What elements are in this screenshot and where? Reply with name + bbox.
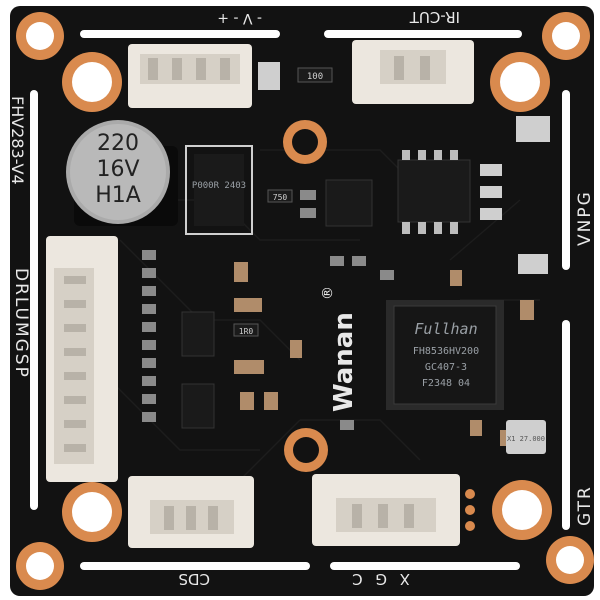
mounting-hole xyxy=(490,52,550,112)
mosfet-chip xyxy=(181,179,373,429)
board-slots xyxy=(30,30,570,570)
capacitor-voltage: 16V xyxy=(96,157,139,182)
processor-line2: GC407-3 xyxy=(425,362,467,373)
resistor-marking-top: 100 xyxy=(307,72,323,82)
smd-components: 100 750 1R0 X1 27.000 xyxy=(142,62,550,531)
registered-mark: ® xyxy=(320,286,336,300)
mounting-hole xyxy=(542,12,590,60)
resistor-marking-mid: 750 xyxy=(273,193,288,202)
mounting-holes xyxy=(16,12,594,590)
processor-chip: Fullhan FH8536HV200 GC407-3 F2348 04 xyxy=(386,300,504,410)
capacitor-code: H1A xyxy=(95,183,141,208)
connector-left xyxy=(46,236,118,482)
electrolytic-capacitor: 220 16V H1A xyxy=(66,120,178,226)
processor-line3: F2348 04 xyxy=(422,378,470,389)
mounting-hole xyxy=(62,482,122,542)
bottom-right-label: X G C xyxy=(348,570,410,588)
right-pins-label: VNPG xyxy=(575,190,595,246)
left-pins-label: DRLUMGSP xyxy=(11,268,31,379)
processor-part: FH8536HV200 xyxy=(413,346,479,357)
mounting-hole xyxy=(62,52,122,112)
mounting-hole xyxy=(546,536,594,584)
power-inductor: P000R 2403 xyxy=(185,145,253,235)
inductor-marking: P000R 2403 xyxy=(192,181,246,191)
resistor-marking-left: 1R0 xyxy=(239,327,254,336)
top-left-label: - V - + xyxy=(217,10,262,26)
connector-bottom-right xyxy=(312,474,460,546)
bottom-left-label: CDS xyxy=(178,570,210,588)
via-ring xyxy=(284,428,328,472)
top-right-label: IR-CUT xyxy=(409,8,460,26)
mounting-hole xyxy=(492,480,552,540)
connector-top-left xyxy=(128,44,252,108)
mounting-hole xyxy=(16,12,64,60)
connector-bottom-left xyxy=(128,476,254,548)
mounting-hole xyxy=(16,542,64,590)
crystal-oscillator xyxy=(506,420,546,454)
board-model-label: FHV283-V4 xyxy=(8,96,27,185)
right-bottom-label: GTR xyxy=(575,485,595,526)
capacitor-value: 220 xyxy=(97,131,139,156)
via-ring xyxy=(283,120,327,164)
connector-top-right xyxy=(352,40,474,104)
brand-label: Wanan xyxy=(329,312,359,412)
processor-brand: Fullhan xyxy=(414,320,477,338)
crystal-marking: X1 27.000 xyxy=(507,435,545,443)
eeprom-chip xyxy=(397,150,471,234)
